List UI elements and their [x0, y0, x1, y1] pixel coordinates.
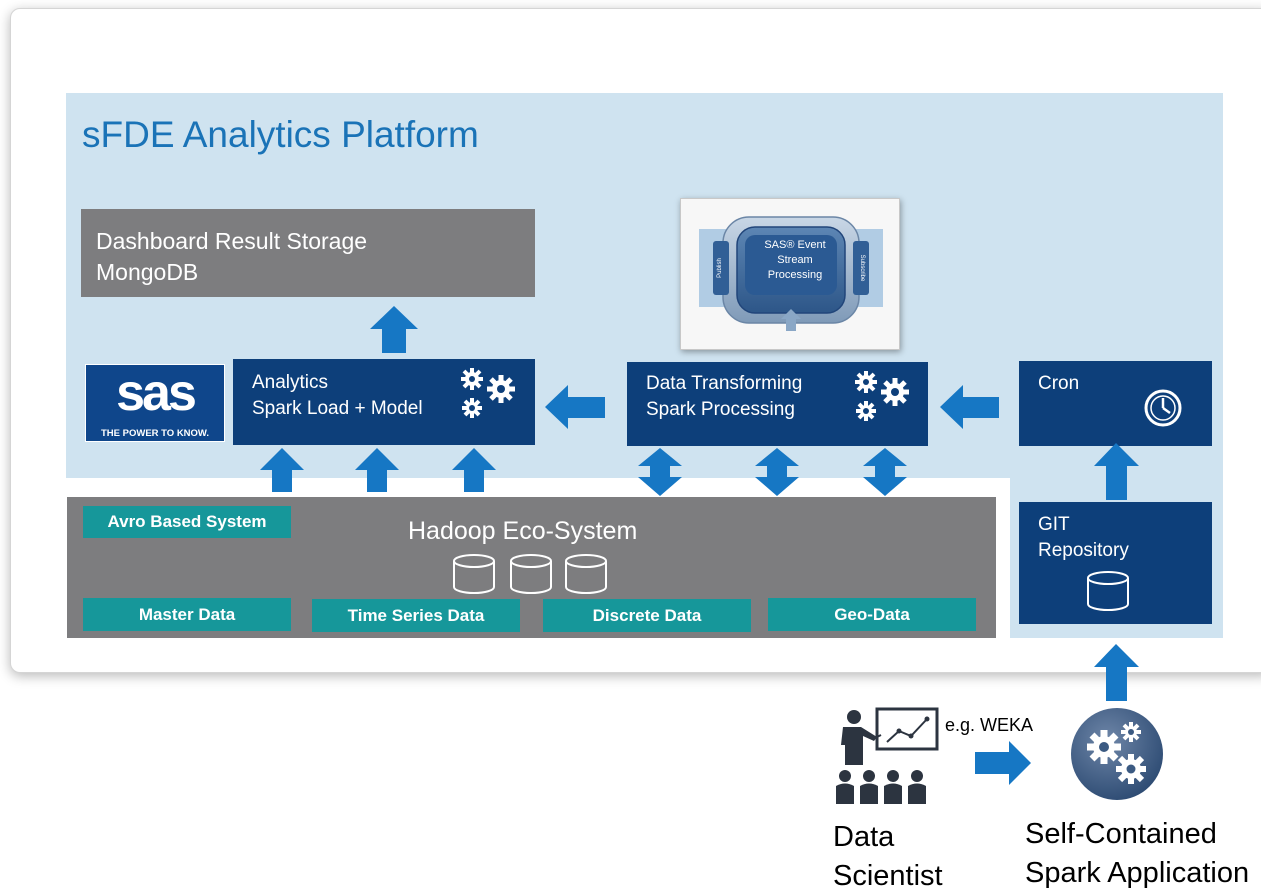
gears-icon [855, 371, 909, 421]
master-data-label: Master Data [83, 598, 291, 631]
hadoop-title: Hadoop Eco-System [408, 517, 638, 545]
sas-esp-image: Publish Subscribe SAS® Event Stream Proc… [680, 198, 900, 350]
sas-logo: sas THE POWER TO KNOW. [85, 364, 225, 442]
esp-graphic: Publish Subscribe [699, 216, 883, 331]
cron-box: Cron [1019, 361, 1212, 446]
scientist-line2: Scientist [833, 860, 943, 892]
database-icon [453, 554, 607, 594]
data-transforming-box: Data Transforming Spark Processing [627, 362, 928, 446]
esp-text: SAS® Event Stream Processing [757, 238, 833, 283]
platform-title: sFDE Analytics Platform [82, 114, 479, 155]
esp-line2: Stream [777, 254, 813, 266]
cron-label: Cron [1038, 373, 1080, 394]
app-line1: Self-Contained [1025, 818, 1217, 850]
git-line2: Repository [1038, 540, 1129, 561]
storage-line2: MongoDB [96, 259, 199, 285]
analytics-line1: Analytics [252, 372, 329, 393]
avro-system-label: Avro Based System [83, 506, 291, 538]
time-series-data-label: Time Series Data [312, 599, 520, 632]
esp-publish-tab: Publish [717, 258, 723, 278]
git-repository-box: GIT Repository [1019, 502, 1212, 624]
weka-label: e.g. WEKA [945, 715, 1034, 735]
database-icon [1087, 571, 1129, 611]
scientist-line1: Data [833, 821, 895, 853]
transform-line1: Data Transforming [646, 373, 803, 394]
sas-tagline: THE POWER TO KNOW. [100, 428, 210, 439]
app-line2: Spark Application [1025, 857, 1250, 889]
esp-line3: Processing [767, 269, 823, 281]
dashboard-storage-box: Dashboard Result Storage MongoDB [81, 209, 535, 297]
transform-line2: Spark Processing [646, 399, 795, 420]
storage-line1: Dashboard Result Storage [96, 228, 368, 254]
geo-data-label: Geo-Data [768, 598, 976, 631]
arrow-right-icon [975, 741, 1031, 785]
analytics-line2: Spark Load + Model [252, 398, 423, 419]
analytics-box: Analytics Spark Load + Model [233, 359, 535, 445]
cogs-app-icon [1071, 708, 1163, 800]
esp-line1: SAS® Event [764, 239, 826, 251]
spark-application-label: Self-Contained Spark Application [1025, 815, 1249, 893]
discrete-data-label: Discrete Data [543, 599, 751, 632]
clock-icon [1144, 389, 1182, 427]
sas-wordmark: sas [116, 364, 197, 422]
gears-icon [461, 368, 515, 418]
esp-subscribe-tab: Subscribe [859, 255, 865, 282]
data-scientist-label: Data Scientist [833, 818, 943, 896]
git-line1: GIT [1038, 514, 1070, 535]
presenter-icon [836, 707, 939, 804]
